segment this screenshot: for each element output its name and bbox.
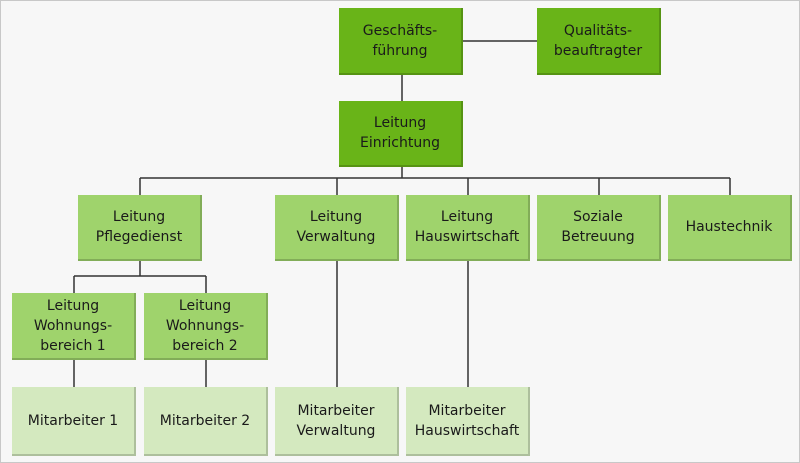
node-label-line: Hauswirtschaft <box>414 422 520 439</box>
node-label-line: Mitarbeiter 2 <box>159 412 251 429</box>
node-label-line: Leitung <box>112 209 166 225</box>
node-label-line: Mitarbeiter <box>428 402 506 419</box>
node-haustechnik: Haustechnik <box>668 195 792 261</box>
node-label-line: führung <box>372 42 428 59</box>
node-label-line: Haustechnik <box>685 219 773 235</box>
node-geschaeftsfuehrung: Geschäfts-führung <box>339 8 463 75</box>
node-label-line: Leitung <box>178 297 232 314</box>
node-label-line: beauftragter <box>553 42 643 59</box>
node-label-line: Leitung <box>440 209 494 225</box>
node-label-line: Hauswirtschaft <box>414 229 520 245</box>
node-label-line: Wohnungs- <box>33 317 113 334</box>
node-label-line: Leitung <box>309 209 363 225</box>
node-label-line: Soziale <box>573 209 623 225</box>
node-label-line: bereich 1 <box>40 337 106 354</box>
node-label-line: Einrichtung <box>360 135 440 151</box>
node-label-line: bereich 2 <box>172 337 238 354</box>
node-qualitaetsbeauftragter: Qualitäts-beauftragter <box>537 8 661 75</box>
node-label-line: Leitung <box>373 115 427 131</box>
node-label-line: Verwaltung <box>296 422 376 439</box>
node-mitarbeiter-2: Mitarbeiter 2 <box>144 387 268 456</box>
node-label-line: Wohnungs- <box>165 317 245 334</box>
node-label-line: Geschäfts- <box>362 22 438 39</box>
node-label-line: Mitarbeiter <box>297 402 375 419</box>
node-label-line: Mitarbeiter 1 <box>27 412 119 429</box>
node-mitarbeiter-1: Mitarbeiter 1 <box>12 387 136 456</box>
node-label-line: Pflegedienst <box>95 229 183 245</box>
node-label-line: Qualitäts- <box>563 22 633 39</box>
node-label-line: Betreuung <box>561 229 635 245</box>
node-label-line: Leitung <box>46 297 100 314</box>
node-label-line: Verwaltung <box>296 229 376 245</box>
